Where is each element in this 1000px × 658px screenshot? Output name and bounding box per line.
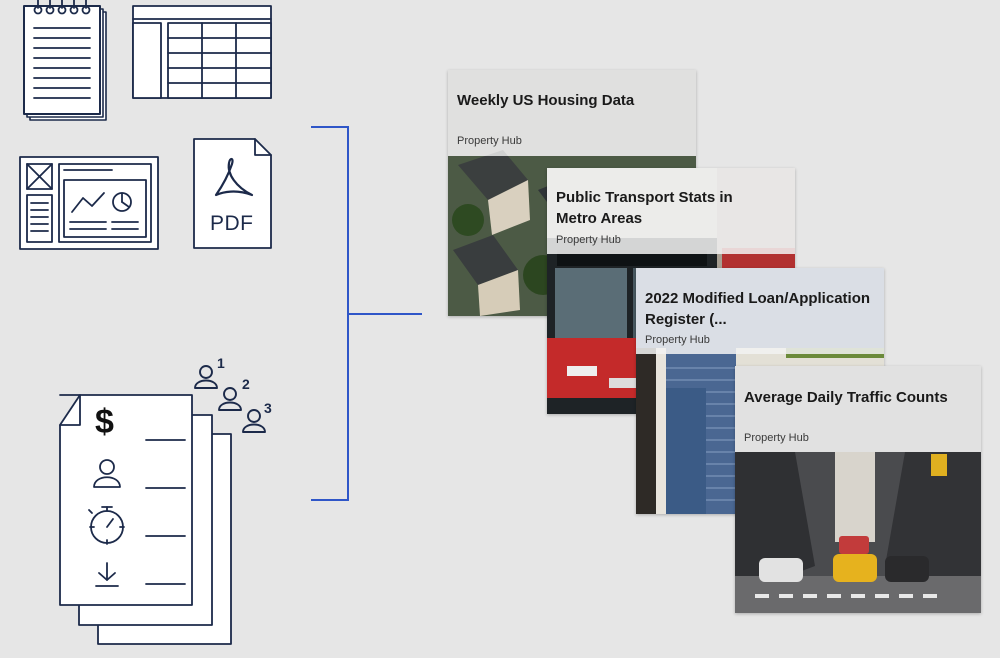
card-title: Weekly US Housing Data	[457, 92, 635, 109]
dollar-icon: $	[95, 403, 114, 441]
person-icon	[93, 459, 121, 488]
download-arrow-icon	[95, 562, 119, 587]
dataset-card-traffic[interactable]: Average Daily Traffic Counts Property Hu…	[735, 366, 981, 613]
rank-1-label: 1	[217, 355, 225, 371]
user-rank-2-icon	[218, 387, 242, 411]
stopwatch-icon	[88, 506, 125, 545]
card-publisher: Property Hub	[457, 135, 522, 147]
spreadsheet-icon	[132, 5, 272, 99]
rank-2-label: 2	[242, 376, 250, 392]
card-publisher: Property Hub	[645, 334, 710, 346]
city-traffic-photo	[735, 366, 981, 613]
pdf-label: PDF	[210, 212, 254, 235]
card-title: Average Daily Traffic Counts	[744, 389, 948, 406]
grouping-bracket	[311, 126, 422, 501]
user-rank-3-icon	[242, 409, 266, 433]
card-title: 2022 Modified Loan/Application Register …	[645, 290, 871, 328]
notepad-icon	[23, 0, 107, 121]
card-title: Public Transport Stats in Metro Areas	[556, 189, 733, 227]
dashboard-icon	[19, 156, 159, 250]
card-publisher: Property Hub	[556, 234, 621, 246]
rank-3-label: 3	[264, 400, 272, 416]
document-stack-icon	[59, 394, 232, 645]
source-icons	[19, 0, 272, 645]
card-publisher: Property Hub	[744, 432, 809, 444]
pdf-file-icon	[193, 138, 272, 249]
user-rank-1-icon	[194, 365, 218, 389]
ranked-users-icon	[194, 365, 266, 433]
